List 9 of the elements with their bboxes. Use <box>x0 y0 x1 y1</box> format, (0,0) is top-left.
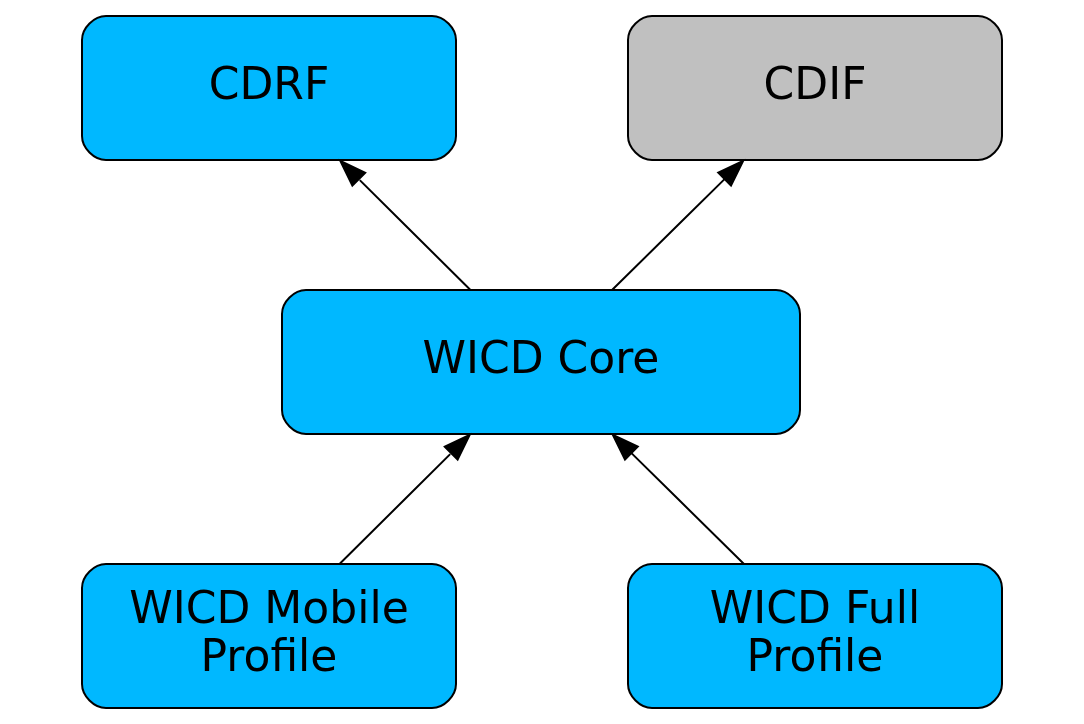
node-box: CDRF <box>81 15 457 161</box>
node-box: CDIF <box>627 15 1003 161</box>
arrow <box>338 158 472 291</box>
node-box: WICD Core <box>281 289 801 435</box>
arrow <box>610 432 745 565</box>
arrow <box>338 432 472 565</box>
node-box: WICD Full Profile <box>627 563 1003 709</box>
node-box: WICD Mobile Profile <box>81 563 457 709</box>
arrow <box>611 158 746 291</box>
